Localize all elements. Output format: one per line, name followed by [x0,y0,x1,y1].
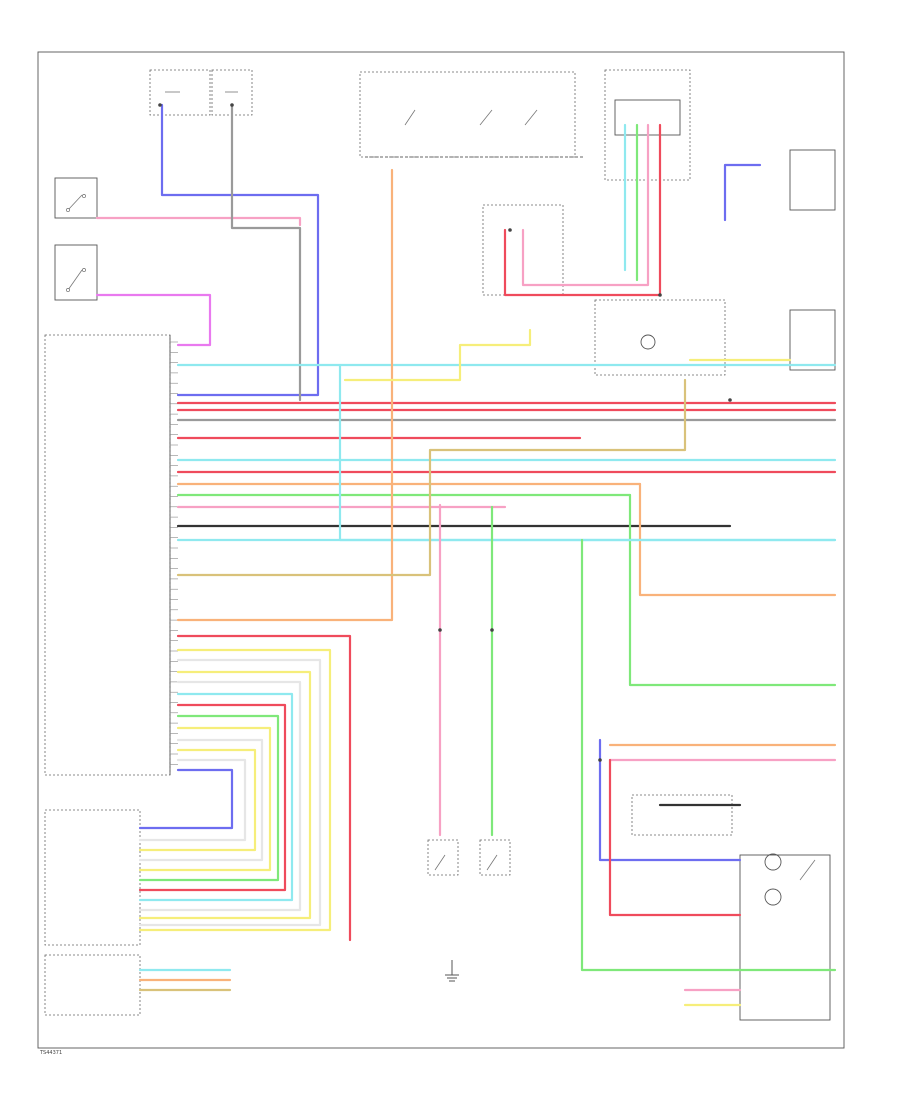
wire-yellow-vert [343,328,532,382]
wire-cyan-drop [338,363,837,542]
splice-dot [598,758,602,762]
wire-red-relay [503,123,662,297]
wire-pink-relay [521,123,650,287]
wire-white-f2 [138,680,302,912]
splice-dot [490,628,494,632]
wire-green-drop [628,493,837,687]
splice-dot [728,398,732,402]
wire-blue-right [723,163,762,222]
wire-yellow-f3 [138,726,272,872]
wire-orange-drop [638,482,837,597]
wire-red-f1 [138,703,287,892]
wire-blue-f1 [138,768,234,830]
right-module-middle [789,309,836,371]
wire-pink-upper [95,216,302,227]
diagram-frame [37,51,845,1049]
splice-dot [438,628,442,632]
page-code: TS44371 [39,1050,62,1056]
relay-block [482,204,726,376]
wire-white-f3 [138,738,264,862]
lower-center-switches [427,839,511,876]
wire-gray-left [230,103,302,402]
switch-icon [54,177,98,219]
wire-white-f1 [138,658,322,927]
splice-dot [230,103,234,107]
wire-green-f1 [138,714,280,882]
bcm-pin-labels [170,341,178,765]
wire-yellow-f2 [138,670,312,920]
splice-dot [508,228,512,232]
top-center-module [359,71,585,158]
ground-icon [445,960,459,982]
wire-white-f4 [138,758,247,842]
wire-violet [95,293,212,347]
wire-yellow-f1 [138,648,332,932]
lower-left-module [44,809,141,1016]
wire-tan [176,378,687,577]
wire-red-lower [608,758,742,917]
wire-blue-lower [598,738,742,862]
right-module-upper [789,149,836,211]
body-control-module [44,334,171,776]
wire-blue-top [160,103,320,397]
wire-cyan-f1 [138,692,294,902]
lower-right-small-module [631,794,733,836]
wire-green-lower [580,538,837,972]
push-button-switch [54,244,98,301]
wire-yellow-f4 [138,748,257,852]
motor-icon [739,853,831,1021]
wire-red-long [176,634,352,942]
connector-icon [158,103,732,762]
splice-dot [658,293,662,297]
wire-layer [95,103,837,1007]
fuse-block-top [149,69,253,116]
splice-dot [158,103,162,107]
wire-orange-vert [176,168,394,622]
